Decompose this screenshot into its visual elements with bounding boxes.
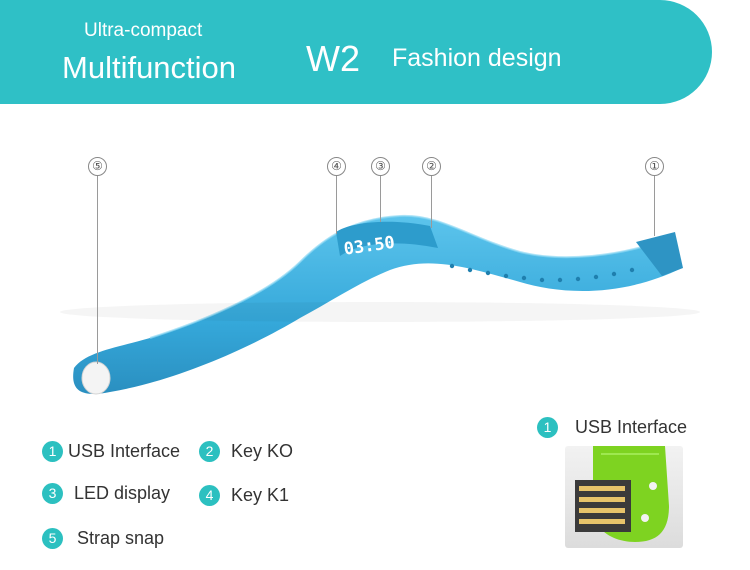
legend-label: USB Interface (68, 441, 181, 461)
detail-badge: 1 (537, 417, 558, 438)
strap-snap (81, 361, 111, 395)
callout-4: ④ (327, 157, 346, 176)
leader-line-5 (97, 176, 98, 364)
legend-item-led: 3 LED display (42, 483, 170, 504)
legend-badge: 3 (42, 483, 63, 504)
legend-item-key-k1: 4 Key K1 (199, 485, 289, 506)
legend-item-key-ko: 2 Key KO (199, 441, 293, 462)
callout-2: ② (422, 157, 441, 176)
band-end-cap (636, 232, 683, 276)
legend-label: Key KO (231, 441, 294, 461)
detail-heading: 1 USB Interface (537, 417, 687, 438)
callout-1: ① (645, 157, 664, 176)
leader-line-1 (654, 176, 655, 236)
header-banner: Ultra-compact Multifunction W2 Fashion d… (0, 0, 712, 104)
legend-item-usb: 1 USB Interface (42, 441, 180, 462)
legend-badge: 2 (199, 441, 220, 462)
legend-badge: 5 (42, 528, 63, 549)
legend-label: Strap snap (77, 528, 165, 548)
callout-5: ⑤ (88, 157, 107, 176)
strap-holes (449, 263, 635, 283)
banner-title: Multifunction (62, 50, 237, 85)
detail-label: USB Interface (575, 417, 688, 437)
band-strap (73, 215, 682, 394)
leader-line-3 (380, 176, 381, 222)
display-window (336, 221, 438, 256)
band-highlight (149, 214, 676, 339)
leader-line-2 (431, 176, 432, 228)
banner-tagline: Fashion design (392, 44, 562, 72)
usb-detail-photo (565, 446, 683, 548)
leader-line-4 (336, 176, 337, 234)
banner-subtitle: Ultra-compact (84, 20, 203, 41)
usb-connector-icon (575, 446, 669, 542)
callout-3: ③ (371, 157, 390, 176)
legend-badge: 1 (42, 441, 63, 462)
band-shadow (60, 302, 700, 322)
legend-badge: 4 (199, 485, 220, 506)
banner-model: W2 (306, 38, 360, 79)
legend-label: LED display (74, 483, 171, 503)
legend-item-snap: 5 Strap snap (42, 528, 164, 549)
legend-label: Key K1 (231, 485, 290, 505)
